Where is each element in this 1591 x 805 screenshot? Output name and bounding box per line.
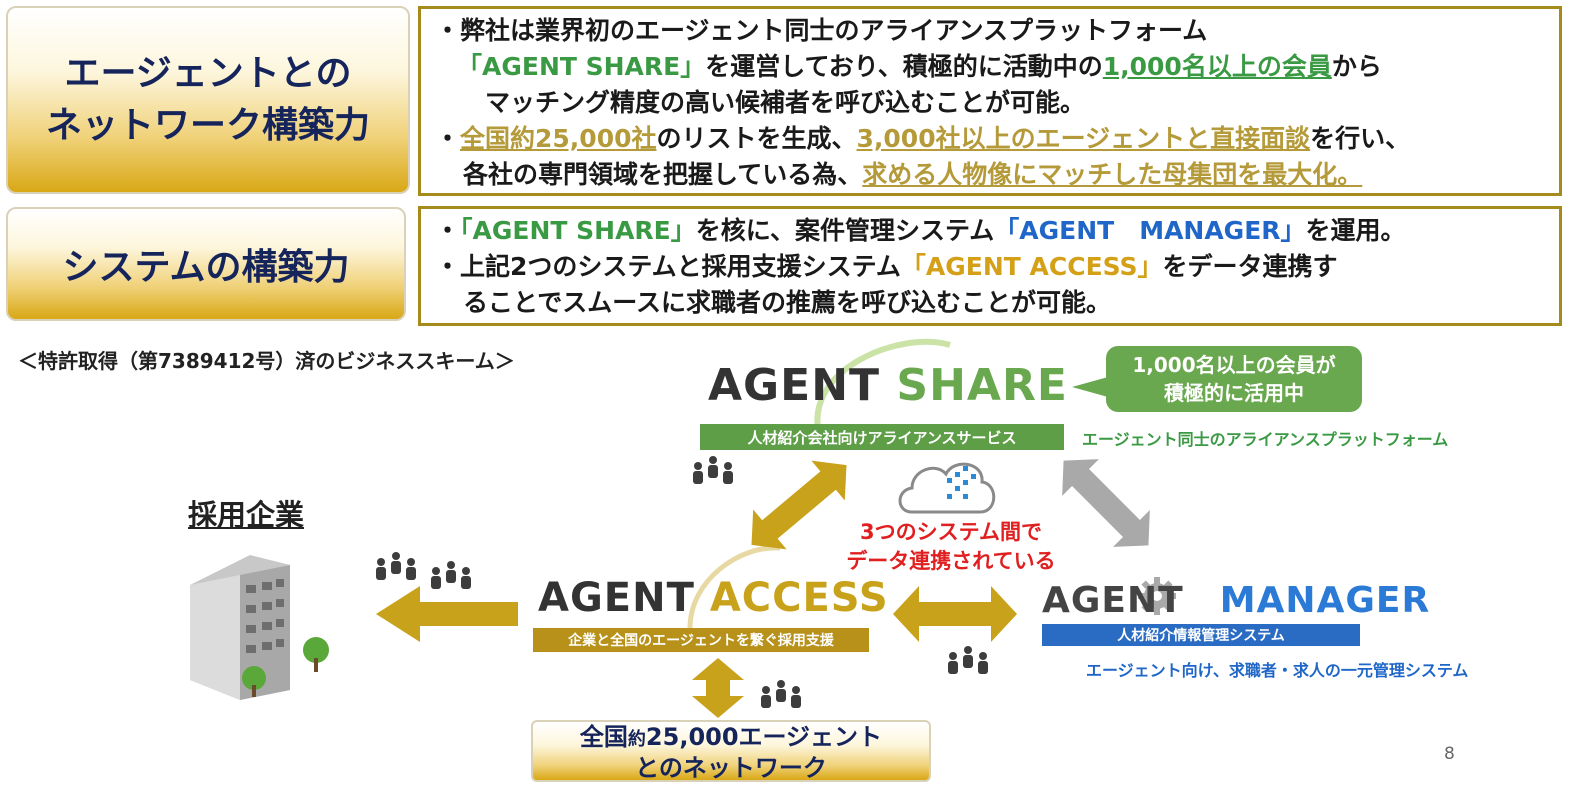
agent-manager-logo: AGENT MANAGER xyxy=(1042,580,1430,621)
agent-share-ref: 「AGENT SHARE」 xyxy=(457,52,706,81)
logo-word-agent: AGENT xyxy=(538,575,695,621)
member-count-highlight: 1,000名以上の会員 xyxy=(1102,52,1332,81)
system-line-1: ・「AGENT SHARE」を核に、案件管理システム「AGENT MANAGER… xyxy=(435,213,1559,249)
manager-caption: エージェント向け、求職者・求人の一元管理システム xyxy=(1086,661,1469,680)
network-description: ・弊社は業界初のエージェント同士のアライアンスプラットフォーム 「AGENT S… xyxy=(418,6,1562,196)
logo-word-access: ACCESS xyxy=(709,575,889,621)
system-line-1-end: を運用。 xyxy=(1305,216,1406,245)
bubble-line2: 積極的に活用中 xyxy=(1164,381,1304,405)
arrow-share-access xyxy=(751,460,847,550)
network-line-1: ・弊社は業界初のエージェント同士のアライアンスプラットフォーム xyxy=(435,13,1559,49)
footer-text-a: 全国 xyxy=(579,723,628,751)
access-band: 企業と全国のエージェントを繋ぐ採用支援 xyxy=(533,628,869,652)
logo-word-share: SHARE xyxy=(896,360,1068,411)
network-footer-box: 全国約25,000エージェント とのネットワーク xyxy=(531,720,931,782)
system-line-3: ることでスムースに求職者の推薦を呼び込むことが可能。 xyxy=(435,285,1559,321)
network-line-4-text: のリストを生成、 xyxy=(656,124,857,153)
share-band: 人材紹介会社向けアライアンスサービス xyxy=(700,424,1064,450)
network-line-5-text: 各社の専門領域を把握している為、 xyxy=(463,160,863,189)
gear-icon xyxy=(1138,577,1176,615)
system-label-text: システムの構築力 xyxy=(62,247,350,288)
people-icon xyxy=(948,646,988,674)
system-line-3-text: ることでスムースに求職者の推薦を呼び込むことが可能。 xyxy=(463,288,1112,317)
logo-word-agent: AGENT xyxy=(708,360,881,411)
arrow-access-manager xyxy=(893,586,1017,642)
network-label-line1: エージェントとの xyxy=(64,53,352,94)
network-label-line2: ネットワーク構築力 xyxy=(45,105,370,146)
access-swoosh xyxy=(687,545,781,629)
manager-band: 人材紹介情報管理システム xyxy=(1042,624,1360,646)
arrow-access-network xyxy=(692,658,744,718)
logo-word-manager: MANAGER xyxy=(1219,580,1431,621)
bubble-line1: 1,000名以上の会員が xyxy=(1132,353,1336,377)
data-link-note: 3つのシステム間で データ連携されている xyxy=(836,518,1066,576)
network-line-4: ・全国約25,000社のリストを生成、3,000社以上のエージェントと直接面談を… xyxy=(435,121,1559,157)
agent-share-logo: AGENT SHARE xyxy=(708,360,1068,411)
network-line-5: 各社の専門領域を把握している為、求める人物像にマッチした母集団を最大化。 xyxy=(435,157,1559,193)
footer-line1: 全国約25,000エージェント xyxy=(533,723,929,754)
data-link-line2: データ連携されている xyxy=(846,549,1056,573)
bubble-tail xyxy=(1072,377,1108,397)
network-line-3: マッチング精度の高い候補者を呼び込むことが可能。 xyxy=(435,85,1559,121)
people-icon xyxy=(761,680,801,708)
network-line-2: 「AGENT SHARE」を運営しており、積極的に活動中の1,000名以上の会員… xyxy=(435,49,1559,85)
footer-line2: とのネットワーク xyxy=(635,754,827,782)
logo-word-agent: AGENT xyxy=(1042,580,1184,621)
share-swoosh xyxy=(814,338,951,439)
share-caption: エージェント同士のアライアンスプラットフォーム xyxy=(1082,430,1449,449)
arrow-share-manager xyxy=(1062,459,1150,547)
building-icon xyxy=(190,555,329,700)
system-line-2-end: をデータ連携す xyxy=(1162,252,1338,281)
people-icon xyxy=(431,561,471,589)
bullet: ・ xyxy=(435,216,461,245)
system-line-1-text: を核に、案件管理システム xyxy=(695,216,995,245)
bullet: ・ xyxy=(435,124,461,153)
system-line-2-text: ・上記2つのシステムと採用支援システム xyxy=(435,252,901,281)
network-line-1-text: ・弊社は業界初のエージェント同士のアライアンスプラットフォーム xyxy=(435,16,1208,45)
agent-manager-ref: 「AGENT MANAGER」 xyxy=(994,216,1306,245)
network-line-4-end: を行い、 xyxy=(1310,124,1411,153)
system-label: システムの構築力 xyxy=(6,207,406,321)
agent-share-ref: 「AGENT SHARE」 xyxy=(460,216,696,245)
cloud-data-icon xyxy=(898,462,996,514)
people-icon xyxy=(693,456,733,484)
system-description: ・「AGENT SHARE」を核に、案件管理システム「AGENT MANAGER… xyxy=(418,206,1562,326)
network-line-2-text: を運営しており、積極的に活動中の xyxy=(705,52,1103,81)
footer-text-b: 約 xyxy=(627,729,646,750)
network-line-2-end: から xyxy=(1331,52,1382,81)
company-count-highlight: 全国約25,000社 xyxy=(460,124,657,153)
people-icon xyxy=(376,552,416,580)
page-number: 8 xyxy=(1444,744,1455,764)
patent-note: ＜特許取得（第7389412号）済のビジネススキーム＞ xyxy=(18,349,515,373)
maximize-highlight: 求める人物像にマッチした母集団を最大化。 xyxy=(862,160,1363,189)
arrow-to-company xyxy=(376,586,518,642)
agent-interview-highlight: 3,000社以上のエージェントと直接面談 xyxy=(856,124,1311,153)
system-line-2: ・上記2つのシステムと採用支援システム「AGENT ACCESS」をデータ連携す xyxy=(435,249,1559,285)
footer-text-c: 25,000エージェント xyxy=(645,723,883,751)
agent-access-ref: 「AGENT ACCESS」 xyxy=(900,252,1163,281)
data-link-line1: 3つのシステム間で xyxy=(860,520,1042,544)
company-label: 採用企業 xyxy=(188,498,305,532)
network-label: エージェントとの ネットワーク構築力 xyxy=(6,6,410,194)
agent-access-logo: AGENT ACCESS xyxy=(538,575,889,621)
member-bubble: 1,000名以上の会員が 積極的に活用中 xyxy=(1106,346,1362,412)
network-line-3-text: マッチング精度の高い候補者を呼び込むことが可能。 xyxy=(485,88,1086,117)
